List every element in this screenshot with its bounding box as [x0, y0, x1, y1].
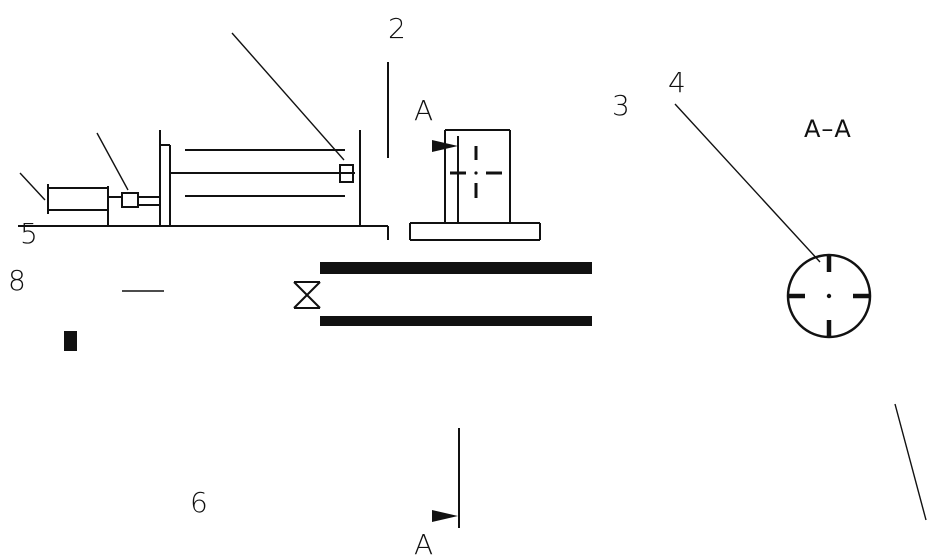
valve-symbol [293, 281, 321, 309]
bracket-center-dot [474, 171, 478, 175]
label-part-6: 6 [190, 486, 208, 519]
label-part-8: 8 [8, 264, 26, 297]
label-section-top: A [414, 94, 433, 127]
bracket [409, 129, 541, 241]
label-part-3: 3 [612, 89, 630, 122]
section-arrow-bottom [432, 510, 458, 522]
pipe-top-wall [320, 262, 592, 274]
label-part-5: 5 [20, 217, 38, 250]
pipe-bottom-wall [320, 316, 592, 326]
coupling [108, 192, 160, 208]
label-section-title: A–A [804, 115, 852, 143]
small-block [64, 331, 77, 351]
leader-lines [19, 32, 927, 521]
section-line-marks [387, 62, 460, 528]
section-view [786, 253, 872, 339]
section-center-dot [826, 293, 832, 299]
label-part-4: 4 [668, 66, 686, 99]
label-section-bottom: A [414, 528, 433, 556]
frame [159, 130, 361, 226]
base-plate [18, 225, 389, 240]
shaft [170, 149, 355, 197]
bracket-crosshair [450, 146, 502, 198]
cylinder-body [47, 184, 109, 226]
label-part-2: 2 [388, 12, 406, 45]
